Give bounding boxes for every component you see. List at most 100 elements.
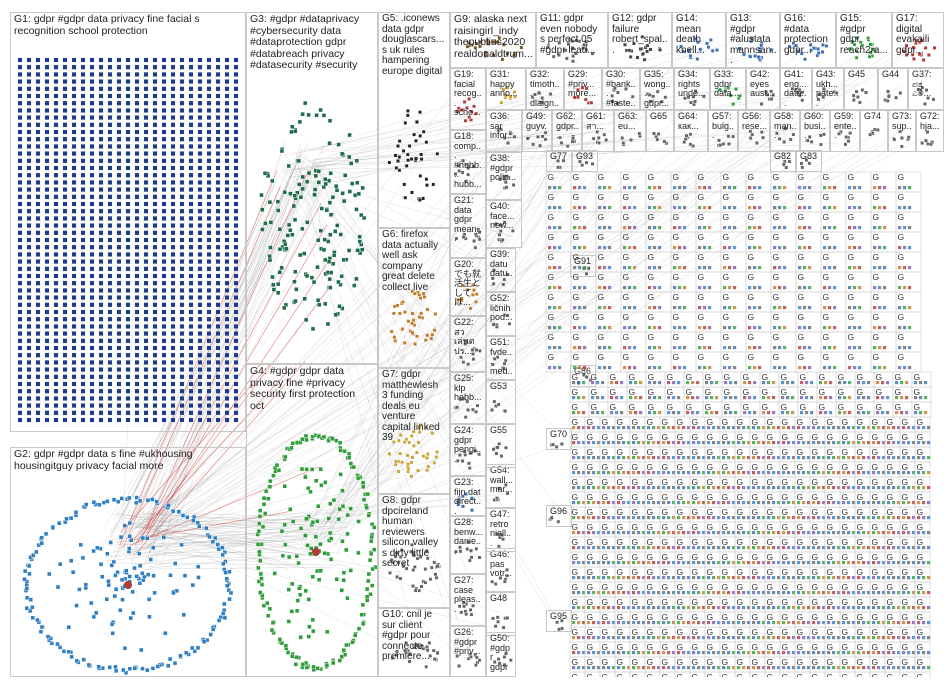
vertex: [17, 309, 23, 315]
vertex: [44, 57, 50, 63]
vertex: [152, 215, 158, 221]
group-box-g73: G73: sup...: [888, 110, 916, 152]
vertex: [883, 286, 887, 290]
edge: [123, 517, 346, 536]
vertex: [152, 230, 158, 236]
vertex: [152, 172, 158, 178]
small-group-tile-label: G: [573, 192, 580, 202]
vertex: [53, 179, 59, 185]
vertex: [703, 246, 707, 250]
vertex: [80, 251, 86, 257]
vertex: [125, 295, 131, 301]
vertex: [44, 172, 50, 178]
group-box-g59: G59: ente...: [830, 110, 860, 152]
vertex: [179, 57, 185, 63]
vertex: [206, 309, 212, 315]
vertex: [35, 143, 41, 149]
vertex: [107, 93, 113, 99]
vertex: [798, 326, 802, 330]
vertex: [723, 346, 727, 350]
small-group-tile-label: G: [587, 492, 594, 502]
vertex: [838, 396, 842, 400]
vertex: [143, 302, 149, 308]
vertex: [62, 295, 68, 301]
group-box-g12: G12: gdpr failure robert_spal...: [608, 12, 672, 68]
vertex: [188, 259, 194, 265]
small-group-tile-label: G: [673, 252, 680, 262]
small-group-tile-label: G: [752, 477, 759, 487]
vertex: [35, 158, 41, 164]
group-box-g63: G63: eu...: [614, 110, 646, 152]
vertex: [98, 79, 104, 85]
vertex: [873, 346, 877, 350]
vertex: [848, 396, 852, 400]
vertex: [53, 223, 59, 229]
vertex: [152, 107, 158, 113]
vertex: [35, 215, 41, 221]
vertex: [873, 326, 877, 330]
small-group-tile-label: G: [873, 312, 880, 322]
vertex: [708, 326, 712, 330]
vertex: [116, 136, 122, 142]
vertex: [707, 501, 711, 505]
vertex: [778, 266, 782, 270]
vertex: [757, 456, 761, 460]
vertex: [98, 266, 104, 272]
vertex: [857, 486, 861, 490]
vertex: [161, 158, 167, 164]
vertex: [833, 266, 837, 270]
vertex: [648, 266, 652, 270]
vertex: [179, 302, 185, 308]
vertex: [206, 172, 212, 178]
edge: [156, 532, 298, 566]
group-box-g8: G8: gdpr dpcireland human reviewers sili…: [378, 494, 450, 608]
vertex: [748, 411, 752, 415]
vertex: [89, 172, 95, 178]
vertex: [116, 79, 122, 85]
vertex: [797, 486, 801, 490]
vertex: [752, 501, 756, 505]
vertex: [873, 306, 877, 310]
vertex: [44, 115, 50, 121]
small-group-tile-label: G: [827, 417, 834, 427]
vertex: [798, 346, 802, 350]
vertex: [662, 456, 666, 460]
vertex: [152, 93, 158, 99]
small-group-tile-label: G: [573, 292, 580, 302]
vertex: [853, 346, 857, 350]
vertex: [748, 226, 752, 230]
group-label-g22: G22: สว เล่นต ปร...: [454, 317, 475, 356]
small-group-tile-label: G: [632, 447, 639, 457]
vertex: [917, 426, 921, 430]
vertex: [748, 286, 752, 290]
vertex: [737, 501, 741, 505]
vertex: [727, 471, 731, 475]
edge: [131, 458, 466, 553]
edge: [110, 194, 290, 538]
vertex: [26, 179, 32, 185]
small-group-tile-label: G: [598, 172, 605, 182]
small-group-tile-label: G: [798, 232, 805, 242]
vertex: [233, 244, 239, 250]
vertex: [592, 501, 596, 505]
small-group-tile-label: G: [629, 372, 636, 382]
vertex: [803, 246, 807, 250]
vertex: [125, 201, 131, 207]
edge: [107, 538, 307, 546]
vertex: [862, 516, 866, 520]
vertex: [753, 366, 757, 370]
vertex: [798, 206, 802, 210]
small-group-tile-label: G: [873, 272, 880, 282]
small-group-tile-label: G: [698, 272, 705, 282]
small-group-tile-label: G: [767, 462, 774, 472]
vertex: [107, 302, 113, 308]
vertex: [107, 316, 113, 322]
vertex: [188, 295, 194, 301]
vertex: [847, 501, 851, 505]
vertex: [734, 396, 738, 400]
vertex: [62, 266, 68, 272]
vertex: [152, 251, 158, 257]
vertex: [152, 259, 158, 265]
vertex: [125, 287, 131, 293]
small-group-tile-label: G: [722, 432, 729, 442]
